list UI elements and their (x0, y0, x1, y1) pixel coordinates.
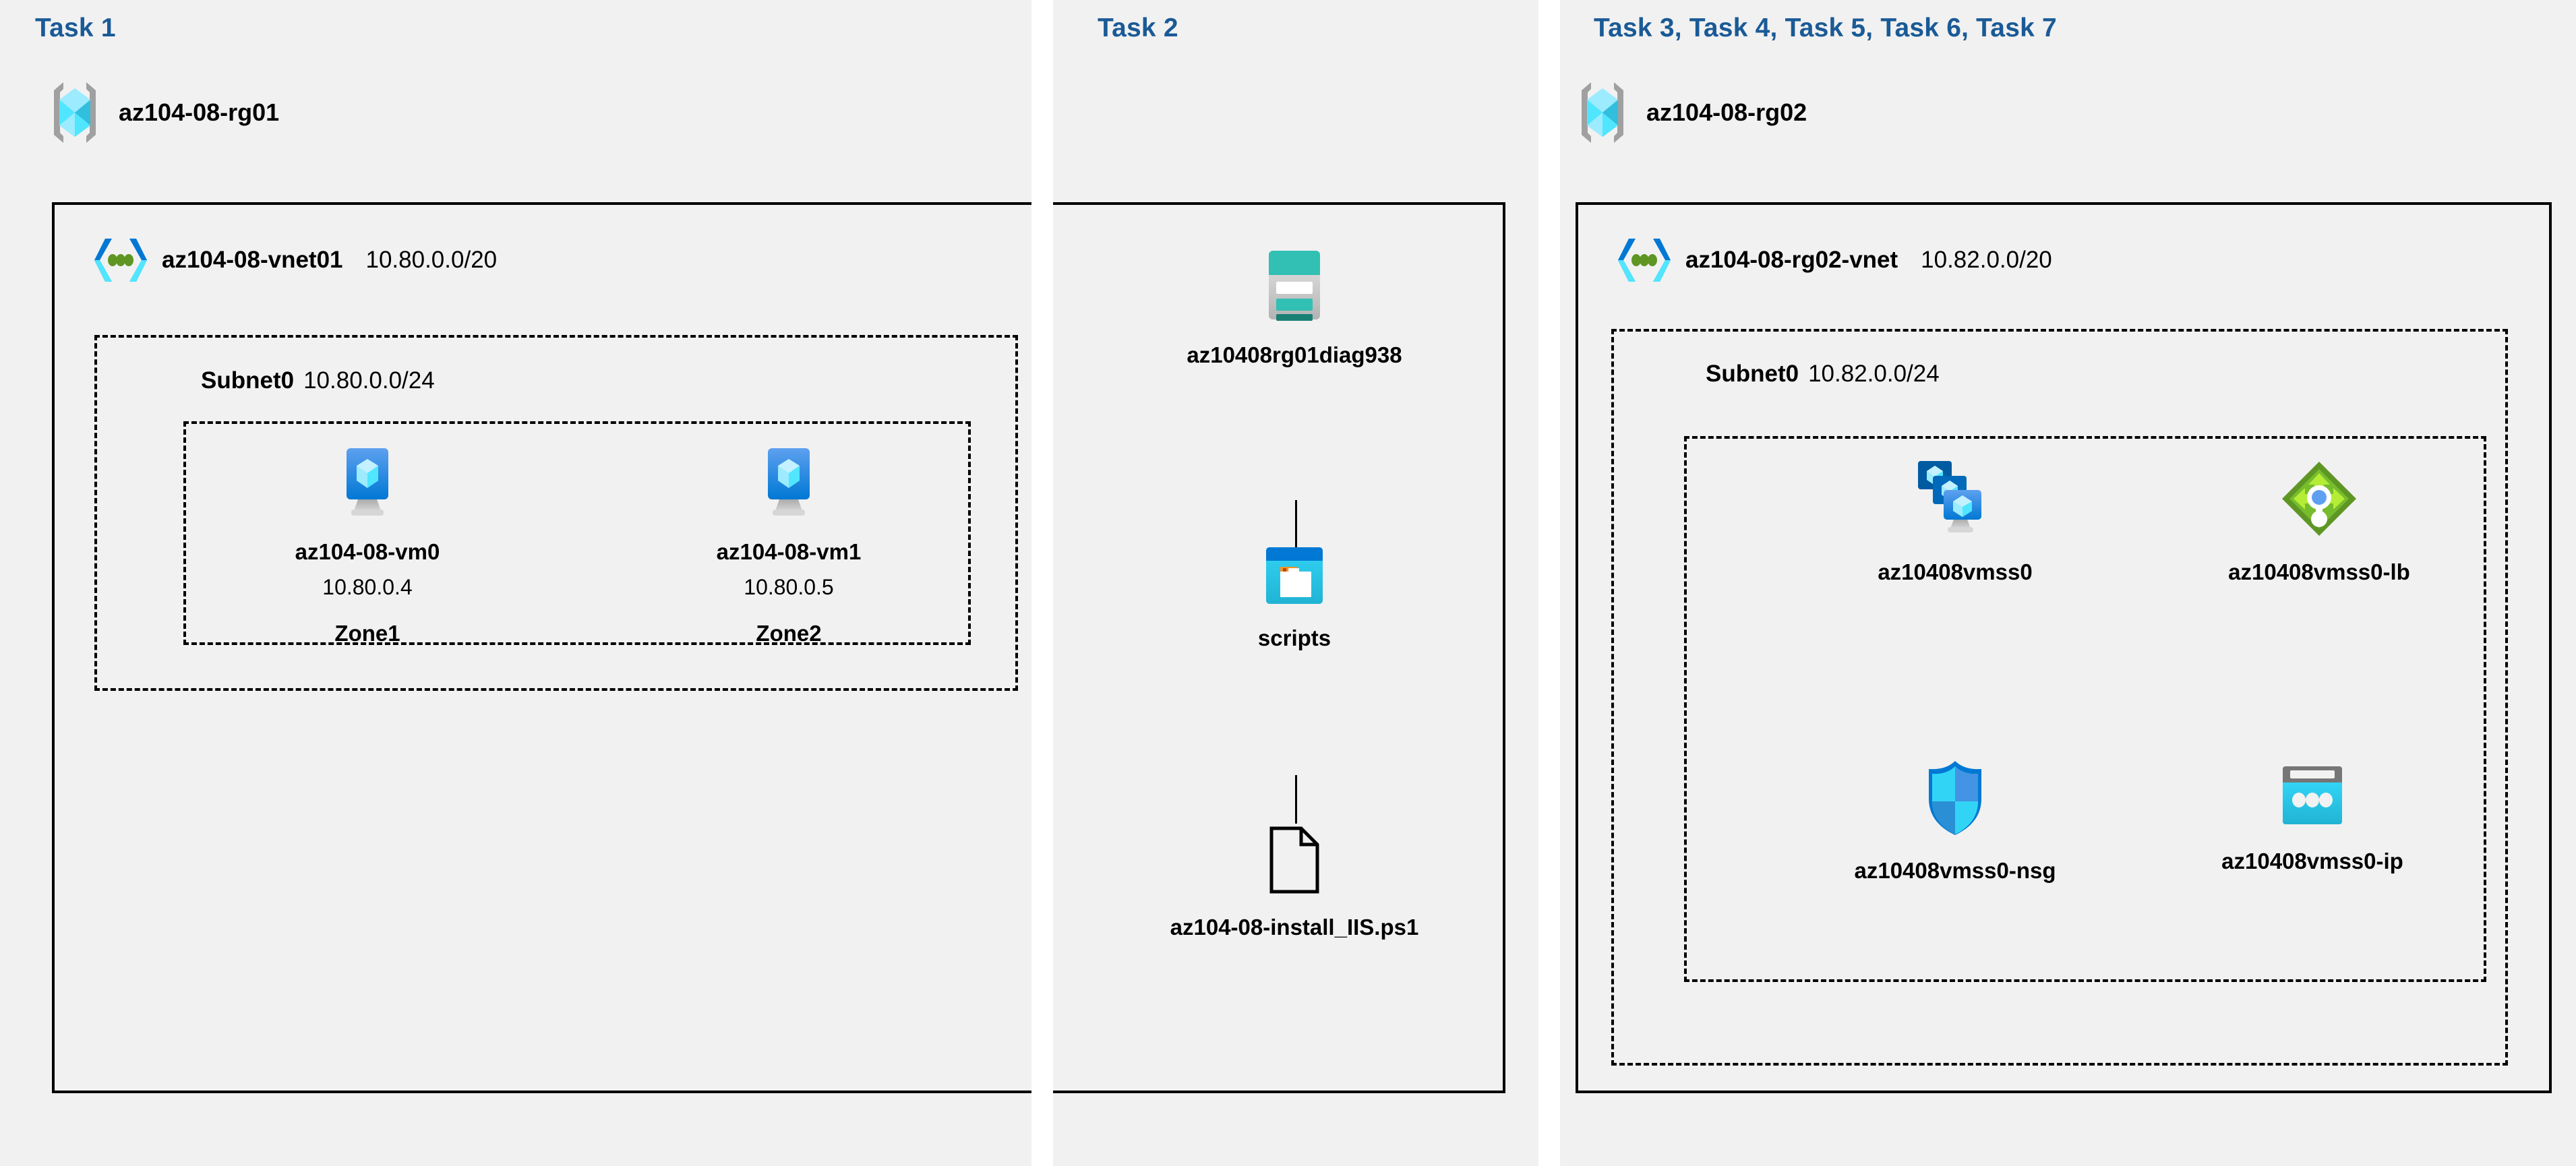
vm-ip-label: 10.80.0.5 (744, 574, 834, 599)
subnet-name-label: Subnet0 (201, 367, 295, 394)
task2-heading: Task 2 (1098, 13, 1178, 42)
public-ip-address-node: az10408vmss0-ip (2178, 765, 2447, 875)
vnet-name-label: az104-08-vnet01 (162, 247, 343, 273)
task3-column-panel (1559, 0, 2576, 1166)
blob-container-node: scripts (1227, 546, 1362, 652)
task3-heading: Task 3, Task 4, Task 5, Task 6, Task 7 (1594, 13, 2057, 42)
public-ip-address-label: az10408vmss0-ip (2221, 849, 2403, 873)
task1-heading: Task 1 (35, 13, 116, 42)
resource-group-rg02: az104-08-rg02 (1576, 80, 1807, 146)
subnet-boundary-subnet0-rg01 (94, 335, 1018, 691)
vm-scale-set-icon (1911, 458, 1999, 539)
storage-account-icon (1263, 248, 1326, 322)
vnet-boundary-vnet01 (52, 202, 1505, 1093)
vm-zone-label: Zone1 (334, 620, 400, 646)
vm-ip-label: 10.80.0.4 (322, 574, 413, 599)
vm-name-label: az104-08-vm0 (295, 539, 440, 564)
subnet-boundary-subnet0-rg02 (1611, 329, 2508, 1066)
blob-container-label: scripts (1257, 625, 1331, 650)
subnet-cidr-label: 10.82.0.0/24 (1808, 361, 1940, 387)
vnet-cidr-label: 10.82.0.0/20 (1921, 247, 2052, 273)
vnet-boundary-rg02-vnet (1576, 202, 2552, 1093)
load-balancer-icon (2279, 458, 2360, 539)
storage-account-label: az10408rg01diag938 (1187, 342, 1402, 367)
blob-container-icon (1265, 546, 1324, 605)
network-security-group-icon (1921, 758, 1989, 838)
connector-storage-to-container (1295, 500, 1297, 549)
network-security-group-node: az10408vmss0-nsg (1814, 758, 2097, 884)
vm-name-label: az104-08-vm1 (716, 539, 862, 564)
connector-container-to-file (1295, 775, 1297, 824)
network-security-group-label: az10408vmss0-nsg (1854, 858, 2056, 883)
storage-account-node: az10408rg01diag938 (1187, 248, 1402, 369)
vnet-name-label: az104-08-rg02-vnet (1685, 247, 1898, 273)
resource-group-label: az104-08-rg01 (119, 98, 280, 126)
task1-column-panel (0, 0, 1031, 1166)
vm-scale-set-label: az10408vmss0 (1878, 559, 2033, 584)
vm-node-vm1: az104-08-vm1 10.80.0.5 Zone2 (688, 445, 890, 646)
virtual-network-icon (1618, 236, 1671, 284)
resource-group-label: az104-08-rg02 (1646, 98, 1807, 126)
vm-zone-label: Zone2 (756, 620, 822, 646)
virtual-network-icon (94, 236, 147, 284)
subnet-name-label: Subnet0 (1706, 361, 1799, 387)
load-balancer-label: az10408vmss0-lb (2228, 559, 2410, 584)
vnet-header-rg02-vnet: az104-08-rg02-vnet 10.82.0.0/20 (1618, 236, 2052, 284)
vm-node-vm0: az104-08-vm0 10.80.0.4 Zone1 (266, 445, 469, 646)
vnet-cidr-label: 10.80.0.0/20 (365, 247, 498, 273)
resource-group-rg01: az104-08-rg01 (49, 80, 279, 146)
virtual-machine-icon (758, 445, 820, 519)
subnet-cidr-label: 10.80.0.0/24 (303, 367, 435, 394)
file-icon (1267, 826, 1321, 894)
subnet-header-rg01: Subnet0 10.80.0.0/24 (201, 367, 435, 394)
load-balancer-node: az10408vmss0-lb (2178, 458, 2461, 586)
column-gap-2 (1538, 0, 1560, 1166)
resource-group-icon (49, 80, 101, 146)
public-ip-address-icon (2279, 765, 2346, 828)
vnet-header-vnet01: az104-08-vnet01 10.80.0.0/20 (94, 236, 497, 284)
virtual-machine-icon (336, 445, 398, 519)
vm-group-boundary (183, 421, 971, 645)
script-file-node: az104-08-install_IIS.ps1 (1146, 826, 1443, 941)
script-file-label: az104-08-install_IIS.ps1 (1170, 915, 1419, 940)
vm-scale-set-node: az10408vmss0 (1814, 458, 2097, 586)
column-gap-1 (1031, 0, 1053, 1166)
vmss-group-boundary (1684, 436, 2486, 982)
subnet-header-rg02: Subnet0 10.82.0.0/24 (1706, 361, 1940, 388)
resource-group-icon (1576, 80, 1629, 146)
